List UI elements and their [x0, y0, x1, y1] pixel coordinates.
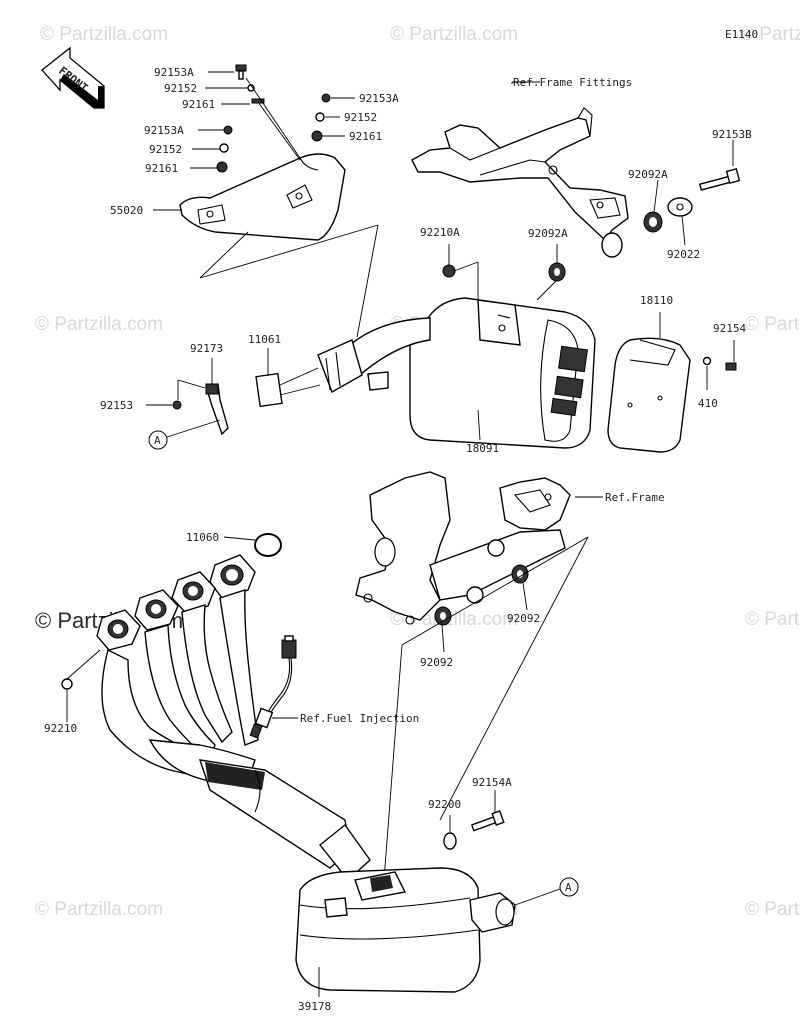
watermark: © Partzilla.com — [35, 314, 163, 335]
ref-frame: Ref.Frame — [605, 491, 665, 504]
grommet-icon — [251, 98, 265, 104]
part-label: 92161 — [349, 130, 382, 143]
bolt-92154A — [470, 810, 505, 832]
ref-frame-fittings: Ref.Frame Fittings — [513, 76, 632, 89]
callout-label: A — [565, 881, 572, 894]
frame-fittings-bracket — [411, 107, 629, 258]
washer-icon — [443, 832, 457, 850]
part-label: 92153A — [144, 124, 184, 137]
nut-icon — [442, 264, 456, 278]
part-label: 39178 — [298, 1000, 331, 1013]
part-label: 92154 — [713, 322, 746, 335]
washer-icon — [702, 356, 712, 366]
part-label: 11061 — [248, 333, 281, 346]
callout-label: A — [154, 434, 161, 447]
damper-icon — [643, 211, 663, 233]
watermark: © Partzilla.com — [740, 24, 800, 45]
insulator-11061 — [255, 372, 283, 408]
part-label: 92173 — [190, 342, 223, 355]
part-label: 11060 — [186, 531, 219, 544]
gasket-11060 — [254, 533, 282, 557]
part-label: 92092 — [507, 612, 540, 625]
part-label: 92154A — [472, 776, 512, 789]
part-label: 55020 — [110, 204, 143, 217]
part-label: 18110 — [640, 294, 673, 307]
part-label: 92210A — [420, 226, 460, 239]
connecting-pipe — [317, 317, 431, 394]
watermark: © Partzilla.com — [390, 24, 518, 45]
bolt-icon — [223, 125, 233, 135]
part-label: 92153 — [100, 399, 133, 412]
diagram-code: E1140 — [725, 28, 758, 41]
part-label: 92153A — [154, 66, 194, 79]
part-label: 92152 — [344, 111, 377, 124]
part-label: 92092 — [420, 656, 453, 669]
nut-icon — [61, 678, 73, 690]
watermark: © Partzilla.com — [745, 899, 800, 920]
washer-icon — [667, 197, 693, 217]
watermark: © Partzilla.com — [35, 899, 163, 920]
callout-a — [559, 877, 579, 897]
watermark: © Partzilla.com — [40, 24, 168, 45]
damper-icon — [434, 606, 452, 626]
part-label: 18091 — [466, 442, 499, 455]
exhaust-header-pipes — [96, 554, 371, 882]
part-label: 92153B — [712, 128, 752, 141]
frame-bracket — [355, 471, 571, 625]
damper-icon — [511, 564, 529, 584]
part-label: 92092A — [528, 227, 568, 240]
clamp-92173 — [205, 383, 229, 436]
watermark: © Partzilla.com — [745, 609, 800, 630]
muffler-18091 — [409, 297, 596, 449]
o2-sensor — [249, 635, 297, 739]
damper-icon — [548, 262, 566, 282]
muffler-cover-18110 — [607, 337, 691, 453]
part-label: 92210 — [44, 722, 77, 735]
pre-chamber-39178 — [295, 867, 516, 993]
bolt-icon — [321, 93, 331, 103]
part-label: 92092A — [628, 168, 668, 181]
bolt-icon — [172, 400, 182, 410]
part-label: 92152 — [149, 143, 182, 156]
ref-fuel-injection: Ref.Fuel Injection — [300, 712, 419, 725]
part-label: 92161 — [182, 98, 215, 111]
bolt-icon — [235, 64, 247, 80]
part-label: 92161 — [145, 162, 178, 175]
bolt-92153B — [698, 168, 741, 191]
part-label: 410 — [698, 397, 718, 410]
part-label: 92022 — [667, 248, 700, 261]
front-arrow-icon: FRONT — [41, 46, 105, 109]
collar-icon — [315, 112, 325, 122]
heat-guard-55020 — [179, 153, 346, 241]
callout-a — [148, 430, 168, 450]
grommet-icon — [311, 130, 323, 142]
part-label: 92200 — [428, 798, 461, 811]
watermark: © Partzilla.com — [745, 314, 800, 335]
grommet-icon — [216, 161, 228, 173]
bolt-icon — [725, 362, 737, 371]
collar-icon — [219, 143, 229, 153]
part-label: 92153A — [359, 92, 399, 105]
part-label: 92152 — [164, 82, 197, 95]
